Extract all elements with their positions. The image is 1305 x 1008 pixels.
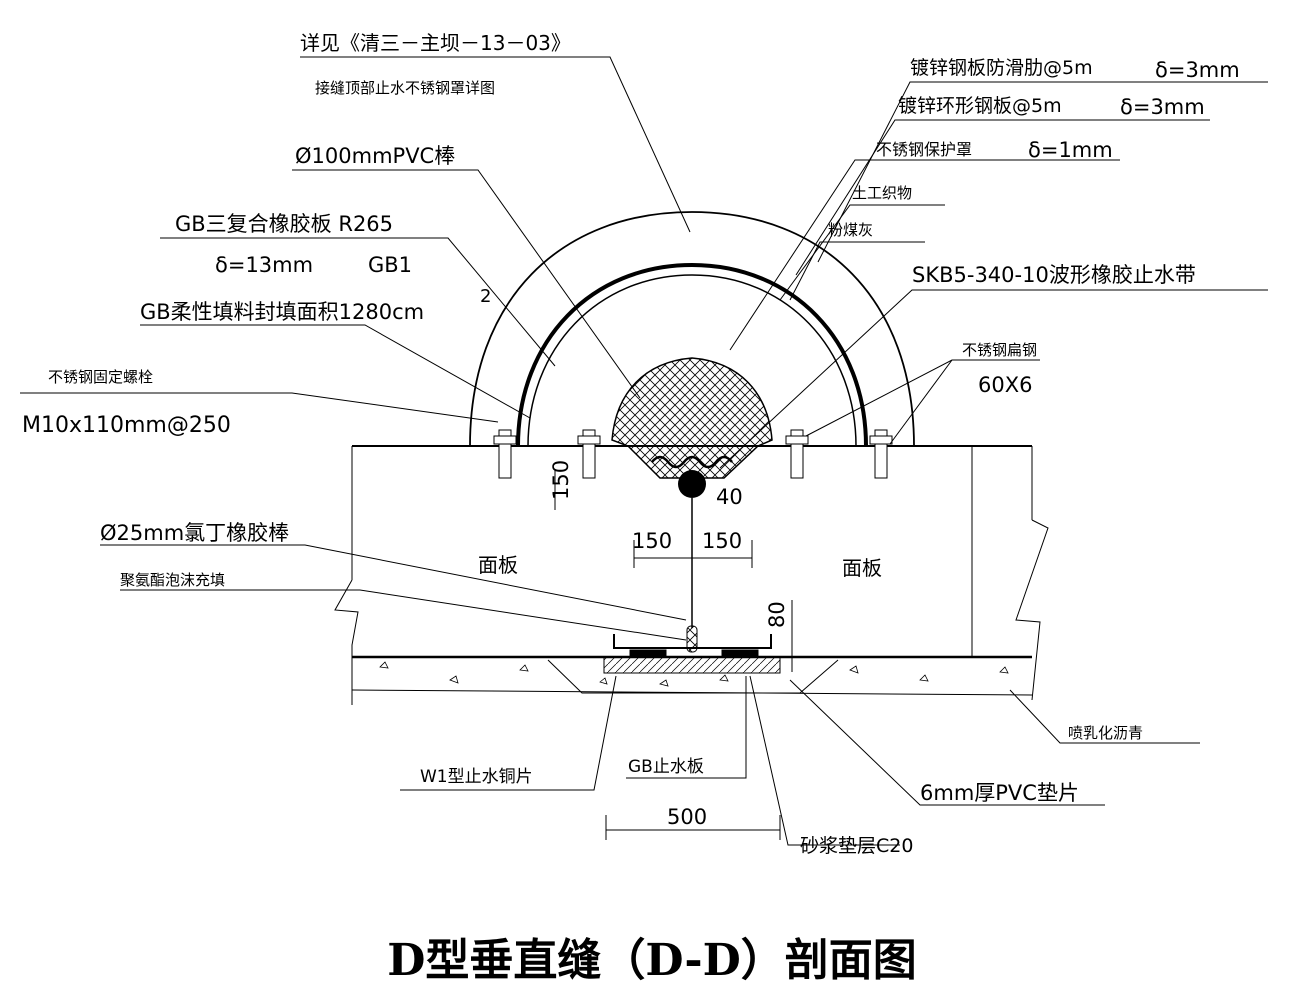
label-gb-plate: GB止水板: [628, 757, 704, 777]
label-panel-left: 面板: [478, 553, 518, 577]
label-asphalt: 喷乳化沥青: [1068, 724, 1143, 742]
dim-150-left: 150: [632, 529, 672, 553]
label-geotextile: 土工织物: [852, 184, 912, 202]
leader-lines: [20, 56, 1268, 846]
label-ring-plate: 镀锌环形钢板@5m: [898, 95, 1062, 117]
label-w1: W1型止水铜片: [420, 767, 533, 787]
label-bolt: 不锈钢固定螺栓: [48, 368, 153, 386]
label-pvc-pad: 6mm厚PVC垫片: [920, 781, 1079, 805]
dim-500: 500: [667, 805, 707, 829]
label-ss-cover: 不锈钢保护罩: [876, 140, 972, 159]
label-gb-thick: δ=13mm: [215, 253, 313, 277]
gb-filler-block: [611, 357, 773, 479]
dim-150-right: 150: [702, 529, 742, 553]
label-galv-plate-t: δ=3mm: [1155, 58, 1240, 82]
label-detail-ref: 详见《清三－主坝－13－03》: [300, 31, 571, 55]
label-gb1: GB1: [368, 253, 412, 277]
label-detail-ref2: 接缝顶部止水不锈钢罩详图: [315, 79, 495, 97]
protective-cover: [469, 211, 915, 447]
skb-waterstop: [651, 455, 733, 469]
dim-80: 80: [765, 601, 789, 628]
label-mark-2: 2: [480, 286, 491, 307]
label-panel-right: 面板: [842, 556, 882, 580]
label-skb: SKB5-340-10波形橡胶止水带: [912, 263, 1196, 287]
label-flyash: 粉煤灰: [828, 221, 873, 239]
drawing-title: D型垂直缝（D-D）剖面图: [387, 935, 917, 986]
label-galv-plate: 镀锌钢板防滑肋@5m: [910, 57, 1093, 79]
label-ss-cover-t: δ=1mm: [1028, 138, 1113, 162]
label-pu-foam: 聚氨酯泡沫充填: [120, 571, 225, 589]
label-gb-rubber: GB三复合橡胶板 R265: [175, 212, 393, 236]
dim-150-vertical: 150: [549, 460, 573, 500]
dim-40: 40: [716, 485, 743, 509]
dimension-lines: [554, 446, 973, 840]
aggregate-marks: [379, 661, 1009, 687]
label-mortar: 砂浆垫层C20: [800, 835, 913, 857]
label-pvc-rod: Ø100mmPVC棒: [295, 144, 455, 168]
label-bolt-spec: M10x110mm@250: [22, 413, 231, 438]
pvc-rod: [678, 470, 706, 498]
annotations: 详见《清三－主坝－13－03》 接缝顶部止水不锈钢罩详图 Ø100mmPVC棒 …: [22, 31, 1240, 986]
anchor-bolts: [493, 429, 893, 479]
label-neoprene: Ø25mm氯丁橡胶棒: [100, 521, 289, 545]
label-gb-fill: GB柔性填料封填面积1280cm: [140, 300, 424, 324]
label-ring-plate-t: δ=3mm: [1120, 95, 1205, 119]
concrete-panels: [334, 445, 1049, 705]
label-ss-flat: 不锈钢扁钢: [962, 341, 1037, 359]
label-ss-flat-size: 60X6: [978, 373, 1032, 397]
